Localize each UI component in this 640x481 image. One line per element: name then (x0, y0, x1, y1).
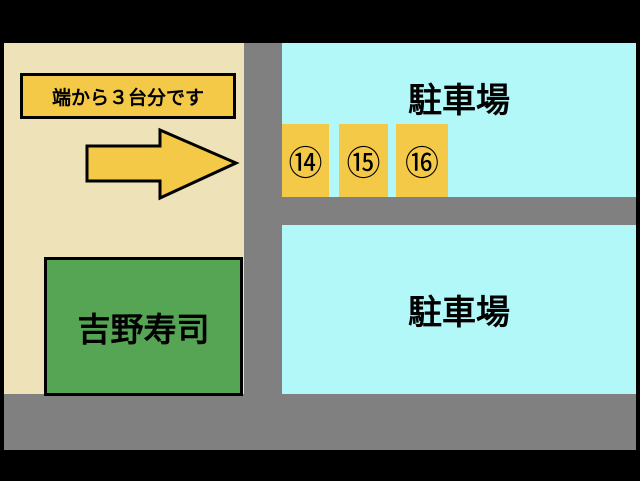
parking-spot-16: ⑯ (396, 124, 448, 197)
parking-spot-14: ⑭ (282, 124, 329, 197)
parking-lot-upper-label: 駐車場 (408, 81, 510, 121)
arrow-right-icon (85, 127, 240, 201)
road-vertical (244, 43, 282, 450)
road-bottom (4, 394, 636, 450)
shop-building: 吉野寿司 (44, 257, 243, 396)
parking-lot-lower: 駐車場 (282, 225, 636, 394)
parking-lot-upper: 駐車場 (282, 43, 636, 197)
road-between-lots (282, 197, 636, 225)
parking-spot-15: ⑮ (339, 124, 388, 197)
parking-lot-lower-label: 駐車場 (408, 293, 510, 333)
notice-label: 端から３台分です (20, 73, 236, 119)
